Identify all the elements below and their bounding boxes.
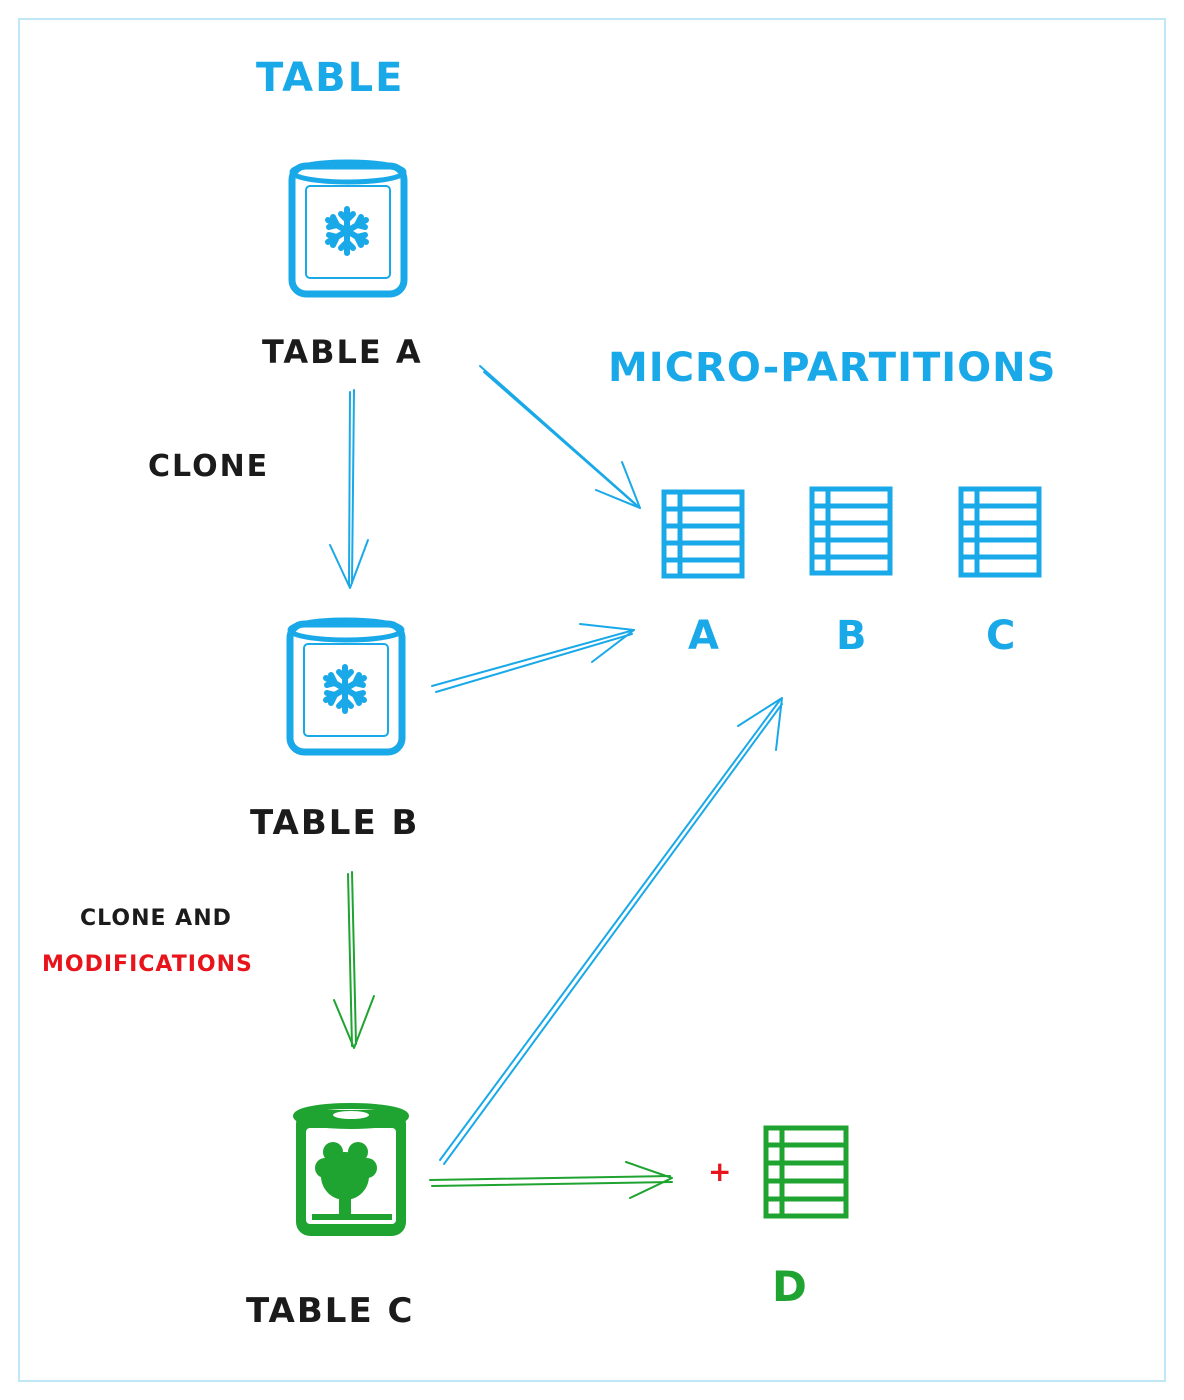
clone-label: CLONE	[148, 449, 270, 484]
micro-partitions-heading: MICRO-PARTITIONS	[608, 345, 1057, 391]
partition-d-label: D	[772, 1262, 809, 1311]
clone-and-label: CLONE AND	[80, 906, 232, 931]
micro-partition-c-icon	[958, 486, 1042, 578]
table-a-label: TABLE A	[262, 333, 423, 371]
table-c-database-icon	[293, 1103, 409, 1236]
table-heading: TABLE	[256, 55, 405, 101]
micro-partition-a-icon	[661, 489, 745, 579]
clone-arrow	[329, 389, 369, 589]
clone-and-modify-arrow	[333, 871, 375, 1049]
modifications-label: MODIFICATIONS	[42, 952, 253, 977]
table-c-to-partitions-arrow	[439, 697, 783, 1165]
partition-a-label: A	[688, 613, 721, 659]
diagram-frame	[18, 18, 1166, 1382]
table-b-label: TABLE B	[250, 803, 420, 843]
partition-b-label: B	[836, 613, 869, 659]
table-c-label: TABLE C	[246, 1291, 415, 1331]
partition-c-label: C	[986, 613, 1018, 659]
table-a-to-partitions-arrow	[479, 365, 641, 509]
table-c-to-new-partition-arrow	[429, 1161, 673, 1199]
micro-partition-d-icon	[763, 1125, 849, 1219]
micro-partition-b-icon	[809, 486, 893, 576]
table-b-database-icon	[286, 617, 406, 756]
plus-sign: +	[708, 1155, 734, 1188]
table-a-database-icon	[288, 159, 408, 298]
table-b-to-partitions-arrow	[431, 623, 635, 693]
